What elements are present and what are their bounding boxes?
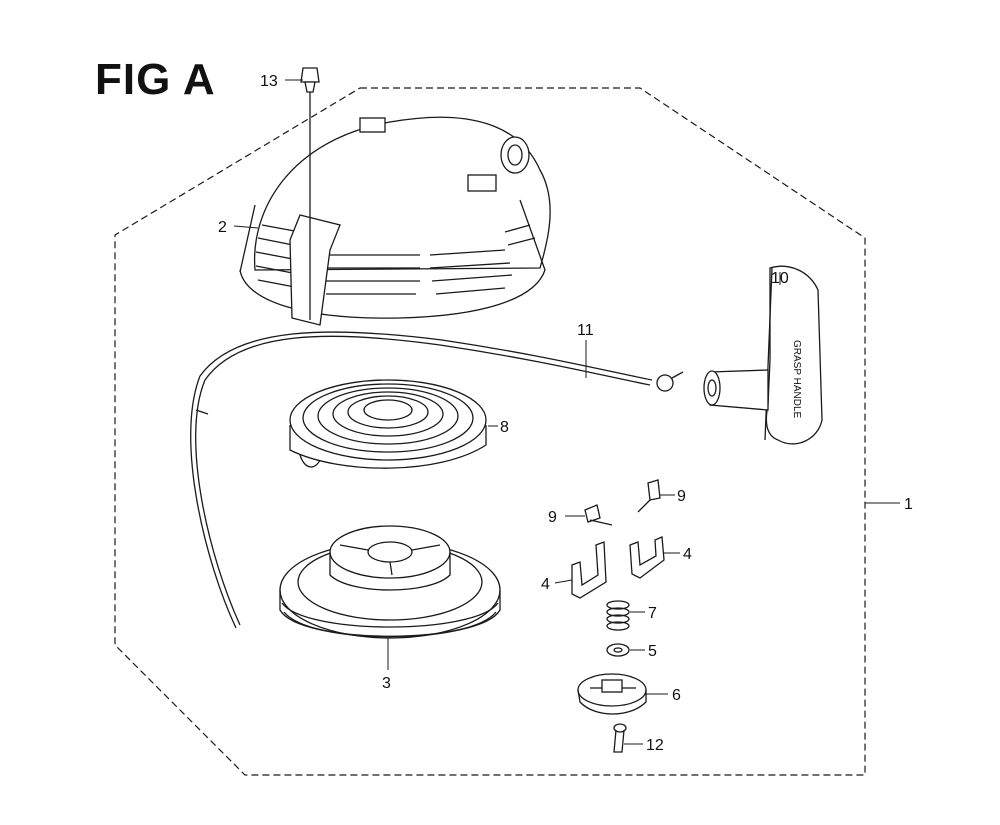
callout-6: 6 <box>672 687 681 704</box>
callout-4-right: 4 <box>683 546 692 563</box>
part-setting-bolt <box>613 723 627 753</box>
part-recoil-spring <box>289 379 487 469</box>
callout-8: 8 <box>500 419 509 436</box>
assembly-boundary <box>114 87 866 776</box>
part-ratchet-spring-a <box>584 504 613 526</box>
callout-labels: 13 2 11 10 8 9 9 1 4 4 7 5 3 6 12 <box>218 73 913 754</box>
callout-9-left: 9 <box>548 509 557 526</box>
part-friction-plate <box>577 673 647 715</box>
callout-13: 13 <box>260 73 278 90</box>
part-ratchet-a <box>571 541 607 599</box>
callout-11: 11 <box>577 322 594 339</box>
callout-10: 10 <box>771 270 789 287</box>
callout-1: 1 <box>904 496 913 513</box>
part-starter-grip: GRASP HANDLE <box>703 265 823 445</box>
part-washer <box>606 643 630 657</box>
part-starter-rope <box>190 331 684 629</box>
grip-imprint: GRASP HANDLE <box>791 340 802 419</box>
part-ratchet-b <box>629 536 665 579</box>
callout-5: 5 <box>648 643 657 660</box>
callout-4-left: 4 <box>541 576 550 593</box>
callout-9-right: 9 <box>677 488 686 505</box>
callout-leaders <box>233 79 900 745</box>
callout-12: 12 <box>646 737 664 754</box>
part-recoil-cover <box>239 67 551 326</box>
callout-2: 2 <box>218 219 227 236</box>
part-friction-spring <box>606 600 630 631</box>
part-ratchet-spring-b <box>637 479 661 513</box>
figure-title: FIG A <box>95 55 216 104</box>
part-reel <box>279 525 501 639</box>
callout-7: 7 <box>648 605 657 622</box>
callout-3: 3 <box>382 675 391 692</box>
